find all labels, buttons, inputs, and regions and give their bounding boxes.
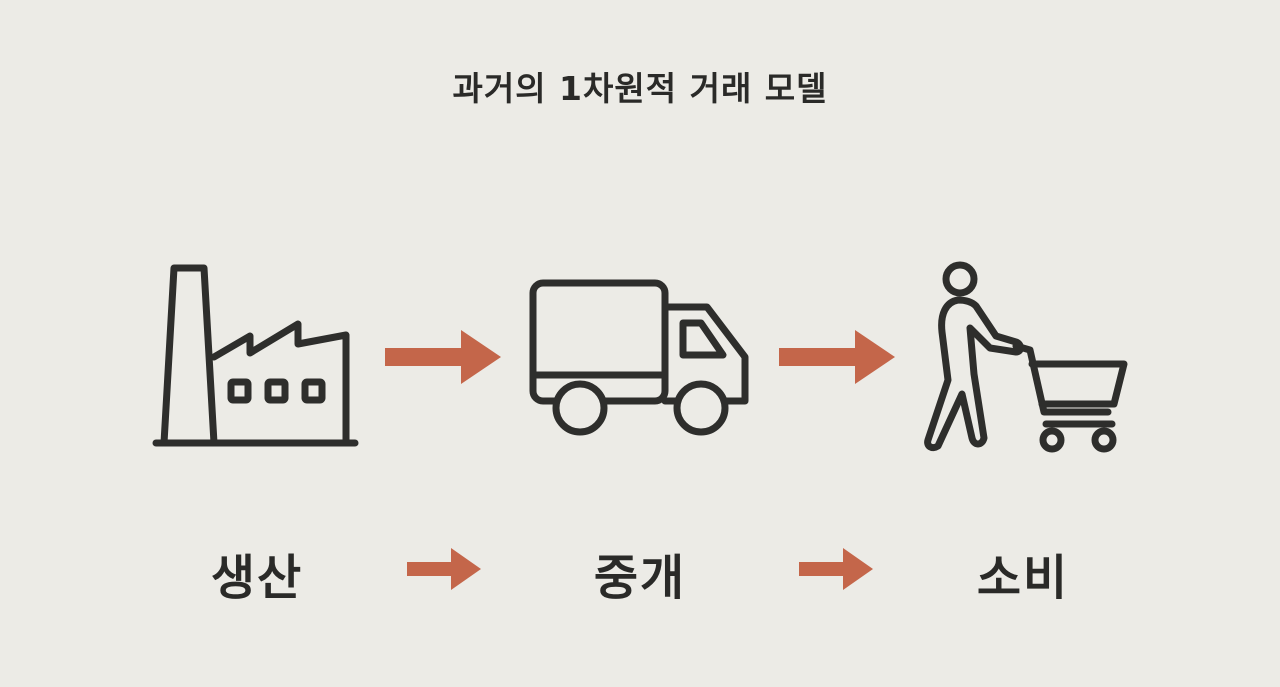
stage-label-production: 생산 — [210, 550, 304, 606]
flow-arrow-small-icon — [799, 548, 873, 590]
diagram-title: 과거의 1차원적 거래 모델 — [452, 69, 828, 108]
flow-arrow-small-icon — [407, 548, 481, 590]
flow-arrow-icon — [779, 330, 895, 384]
factory-icon — [150, 262, 365, 452]
shopper-cart-icon — [918, 261, 1133, 457]
flow-arrow-icon — [385, 330, 501, 384]
stage-label-intermediary: 중개 — [593, 550, 687, 606]
truck-icon — [525, 275, 755, 440]
stage-label-consumption: 소비 — [976, 550, 1070, 606]
